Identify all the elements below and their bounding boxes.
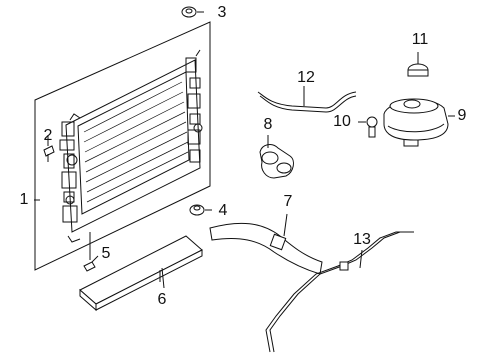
seal-strip-part-6	[79, 235, 203, 312]
radiator-assembly	[34, 21, 211, 271]
callout-11: 11	[412, 31, 429, 48]
upper-tube-part-12	[257, 86, 357, 113]
leader-lines	[34, 154, 165, 289]
grommet-part-4	[189, 204, 212, 216]
callout-7: 7	[284, 193, 293, 210]
callout-2: 2	[44, 127, 53, 144]
callout-5: 5	[102, 245, 111, 262]
callout-8: 8	[264, 116, 273, 133]
clip-part-5	[83, 255, 99, 272]
callout-1: 1	[20, 191, 29, 208]
callout-9: 9	[458, 107, 467, 124]
reservoir-cap-part-11	[407, 52, 429, 77]
lower-hose-part-7	[209, 213, 323, 275]
callout-10: 10	[333, 113, 351, 130]
callout-3: 3	[218, 4, 227, 21]
bolt-part-10	[358, 116, 378, 138]
callout-13: 13	[353, 231, 371, 248]
callout-6: 6	[158, 291, 167, 308]
hose-elbow-part-8	[259, 135, 294, 179]
clip-part-2	[43, 136, 55, 157]
grommet-part-3	[181, 6, 204, 18]
tube-part-13	[265, 231, 414, 353]
callout-12: 12	[297, 69, 315, 86]
callout-4: 4	[219, 202, 228, 219]
coolant-reservoir-part-9	[383, 98, 455, 147]
